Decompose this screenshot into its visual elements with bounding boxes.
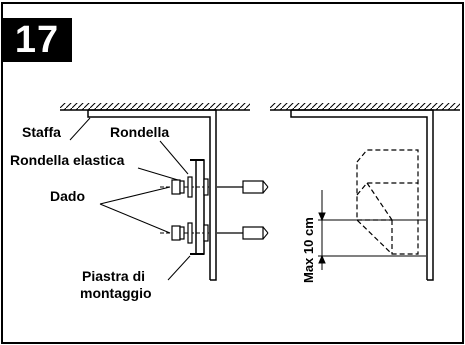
step-number-badge: 17 xyxy=(2,18,72,62)
indoor-unit-outline xyxy=(356,149,419,255)
ceiling-right xyxy=(270,103,460,111)
label-rondella-elastica: Rondella elastica xyxy=(10,152,125,168)
label-piastra-line1: Piastra di xyxy=(82,268,145,284)
screw-upper xyxy=(217,180,269,194)
screw-lower xyxy=(217,226,269,240)
label-staffa: Staffa xyxy=(22,124,61,140)
label-rondella: Rondella xyxy=(110,124,169,140)
ceiling-left xyxy=(60,103,250,111)
leader-lines xyxy=(69,117,191,281)
bracket-right xyxy=(290,109,434,281)
dimension-marker xyxy=(318,190,426,270)
label-piastra-line2: montaggio xyxy=(80,285,152,301)
bracket-left xyxy=(87,109,217,281)
label-dado: Dado xyxy=(50,188,85,204)
bolt-assembly-lower xyxy=(160,222,209,244)
dimension-label: Max 10 cm xyxy=(301,217,316,283)
mounting-plate xyxy=(190,159,205,255)
